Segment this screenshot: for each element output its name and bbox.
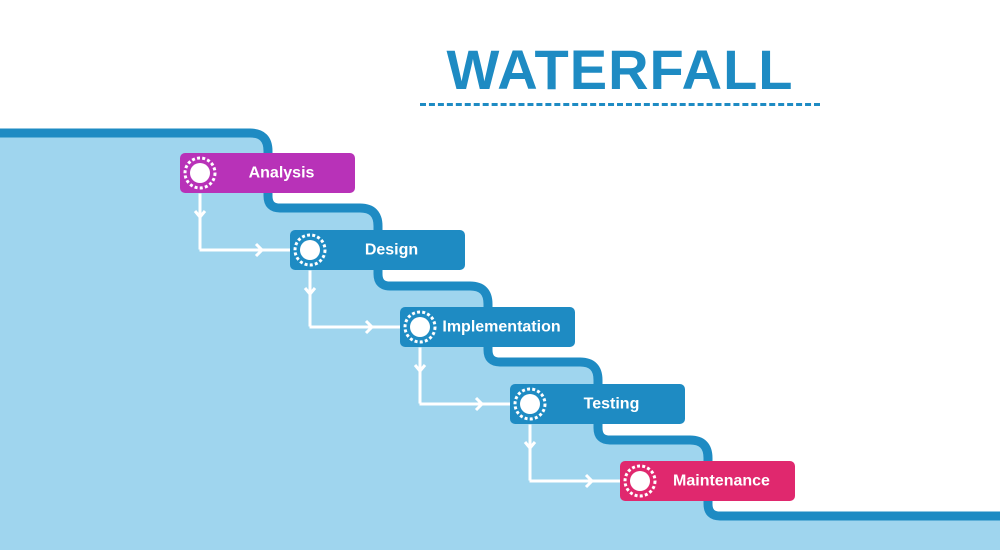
chevron-down-icon [303, 287, 317, 297]
dotted-circle-icon [513, 387, 547, 421]
step-label: Maintenance [673, 473, 770, 490]
arrow-right-icon [584, 473, 595, 489]
connector [303, 270, 402, 335]
step-label: Analysis [249, 165, 315, 182]
arrow-right-icon [474, 396, 485, 412]
dotted-circle-icon [623, 464, 657, 498]
step-label: Testing [584, 396, 640, 413]
staircase-fill [0, 133, 1000, 550]
chevron-down-icon [413, 364, 427, 374]
dotted-circle-icon [293, 233, 327, 267]
dotted-circle-icon [403, 310, 437, 344]
step-box [510, 384, 685, 424]
arrow-right-icon [254, 242, 265, 258]
dotted-circle-icon [183, 156, 217, 190]
step-implementation: Implementation [400, 307, 575, 347]
step-box [400, 307, 575, 347]
step-maintenance: Maintenance [620, 461, 795, 501]
chevron-down-icon [523, 441, 537, 451]
chevron-down-icon [193, 210, 207, 220]
page-title: WATERFALL [446, 38, 794, 101]
title-underline [420, 103, 820, 106]
step-label: Implementation [442, 319, 560, 336]
step-testing: Testing [510, 384, 685, 424]
step-box [180, 153, 355, 193]
step-design: Design [290, 230, 465, 270]
connector [193, 193, 292, 258]
step-box [620, 461, 795, 501]
connector [413, 347, 512, 412]
connector [523, 424, 622, 489]
arrow-right-icon [364, 319, 375, 335]
step-analysis: Analysis [180, 153, 355, 193]
step-box [290, 230, 465, 270]
step-label: Design [365, 242, 418, 259]
